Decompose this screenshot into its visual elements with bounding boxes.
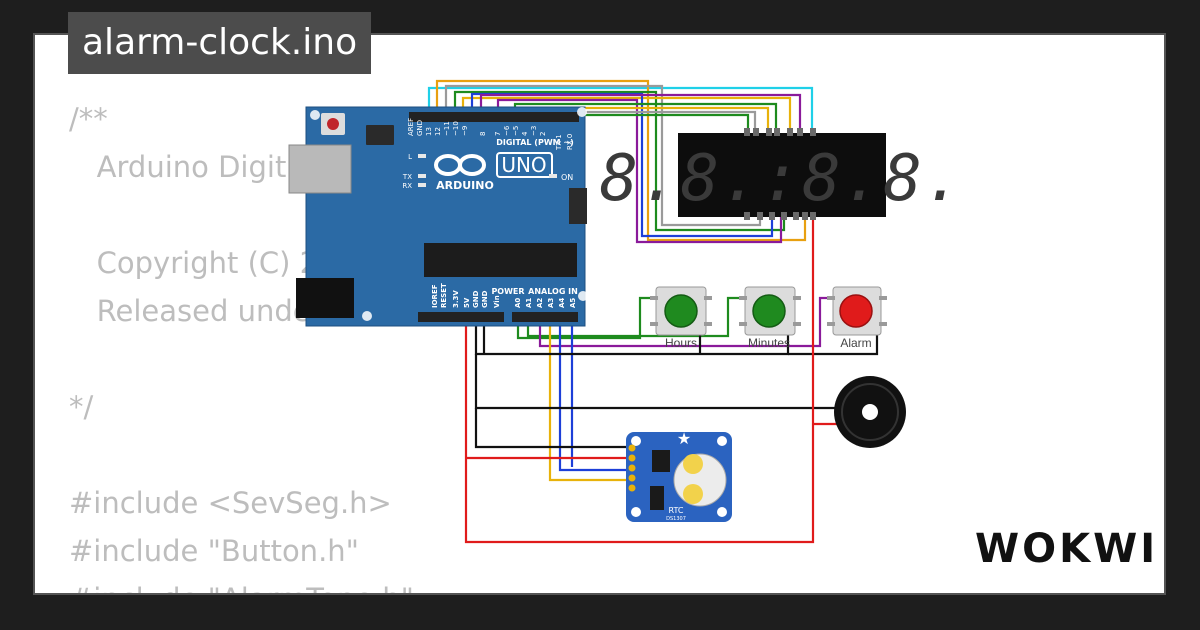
wire-orange	[435, 79, 807, 242]
on-led-label: ON	[561, 173, 573, 182]
icsp-header	[366, 125, 394, 145]
wire-black	[474, 408, 632, 449]
analog-header-label: ANALOG IN	[528, 287, 578, 296]
hours-button-cap[interactable]	[664, 294, 698, 328]
hours-button[interactable]: Hours	[650, 286, 712, 350]
usb-connector	[288, 144, 352, 194]
power-header-label: POWER	[491, 287, 524, 296]
project-title[interactable]: alarm-clock.ino	[68, 12, 372, 74]
wire-purple	[538, 296, 834, 348]
pin-label: ~11	[443, 121, 451, 136]
led-label-rx: RX	[402, 182, 412, 190]
wire-black	[474, 318, 790, 356]
hours-button-label: Hours	[665, 336, 697, 350]
code-line: #include "AlarmTone.h"	[69, 582, 414, 593]
pin-label: RX 0	[566, 134, 574, 150]
pin-label: Vin	[493, 295, 501, 308]
led-label-l: L	[408, 153, 412, 161]
code-preview-card: /** Arduino Digit Copyright (C) 2 Releas…	[33, 33, 1166, 595]
led-label-tx: TX	[402, 173, 412, 181]
pin-label: ~5	[512, 126, 520, 136]
reset-button-cap	[327, 118, 339, 130]
bottom-pin-labels: IOREF RESET 3.3V 5V GND GND Vin A0 A1 A2…	[431, 283, 577, 308]
pin-label: 13	[425, 127, 433, 136]
minutes-button-cap[interactable]	[752, 294, 786, 328]
pin-label: AREF	[407, 118, 415, 136]
wire-black	[788, 332, 879, 356]
buzzer-hole-icon	[862, 404, 878, 420]
code-line: #include <SevSeg.h>	[69, 486, 392, 520]
wire-red	[464, 211, 815, 544]
pin-label: 3.3V	[452, 290, 460, 308]
wire-cyan	[427, 86, 814, 136]
pin-label: IOREF	[431, 284, 439, 308]
minutes-button[interactable]: Minutes	[739, 286, 801, 350]
wire-green	[526, 296, 745, 338]
seven-segment-display[interactable]: 8.8.:8.8.	[600, 128, 965, 220]
rtc-module[interactable]: ★ RTC DS1307	[626, 429, 732, 522]
pin-label: 8	[479, 132, 487, 136]
wokwi-logo: WOKWI	[975, 526, 1159, 572]
digital-header-label: DIGITAL (PWM ~)	[496, 138, 574, 147]
icsp-header-2	[569, 188, 587, 224]
analog-pin-header	[512, 312, 578, 322]
alarm-button[interactable]: Alarm	[827, 286, 887, 350]
pin-label: 12	[434, 127, 442, 136]
display-digits: 8.8.:8.8.	[600, 142, 965, 216]
pin-label: ~6	[503, 125, 511, 136]
pin-label: 4	[521, 131, 529, 136]
pin-label: A5	[569, 298, 577, 308]
pin-label: ~10	[452, 121, 460, 136]
pin-label: A4	[558, 298, 566, 308]
board-brand-label: ARDUINO	[436, 179, 494, 192]
pin-label: A3	[547, 298, 555, 308]
pin-label: GND	[472, 290, 480, 308]
arduino-logo-icon	[434, 154, 486, 176]
code-preview: /** Arduino Digit Copyright (C) 2 Releas…	[69, 95, 414, 593]
pin-label: 5V	[463, 297, 471, 308]
atmega-chip	[424, 243, 577, 277]
code-line: Arduino Digit	[69, 150, 287, 184]
alarm-button-label: Alarm	[840, 336, 871, 350]
wire-purple	[479, 93, 802, 136]
star-icon: ★	[677, 429, 691, 448]
digital-pin-labels: AREF GND 13 12 ~11 ~10 ~9 8 7 ~6 ~5 4 ~3…	[407, 118, 574, 151]
pin-label: 2	[539, 132, 547, 136]
wire-blue	[470, 92, 774, 238]
wire-yellow	[548, 318, 632, 482]
alarm-button-cap[interactable]	[839, 294, 873, 328]
wire-purple	[496, 98, 783, 244]
code-line: #include "Button.h"	[69, 534, 359, 568]
pin-label: GND	[416, 120, 424, 136]
buzzer[interactable]	[834, 376, 906, 448]
wire-gray	[444, 84, 762, 227]
power-jack	[296, 278, 354, 318]
wire-yellow	[461, 96, 792, 136]
pin-label: A2	[536, 298, 544, 308]
pin-label: TX 1	[555, 134, 563, 151]
code-line: */	[69, 390, 94, 424]
wire-black	[474, 354, 838, 410]
pin-label: RESET	[440, 283, 448, 308]
code-line: /**	[69, 102, 108, 136]
pin-label: ~3	[530, 126, 538, 136]
pin-label: GND	[481, 290, 489, 308]
rtc-label: RTC	[669, 506, 684, 515]
wire-blue	[558, 318, 632, 472]
arduino-uno-board[interactable]: UNO ARDUINO DIGITAL (PWM ~) POWER ANALOG…	[288, 106, 588, 327]
wire-green	[516, 296, 656, 340]
board-model-label: UNO	[501, 153, 546, 177]
wires	[427, 79, 879, 544]
rtc-chip-label: DS1307	[666, 516, 686, 522]
wire-green	[453, 90, 786, 232]
power-pin-header	[418, 312, 504, 322]
minutes-button-label: Minutes	[748, 336, 790, 350]
pin-label: A1	[525, 298, 533, 308]
pin-label: 7	[494, 132, 502, 136]
digital-pin-header	[409, 112, 579, 122]
pin-label: ~9	[461, 126, 469, 136]
pin-label: A0	[514, 298, 522, 308]
